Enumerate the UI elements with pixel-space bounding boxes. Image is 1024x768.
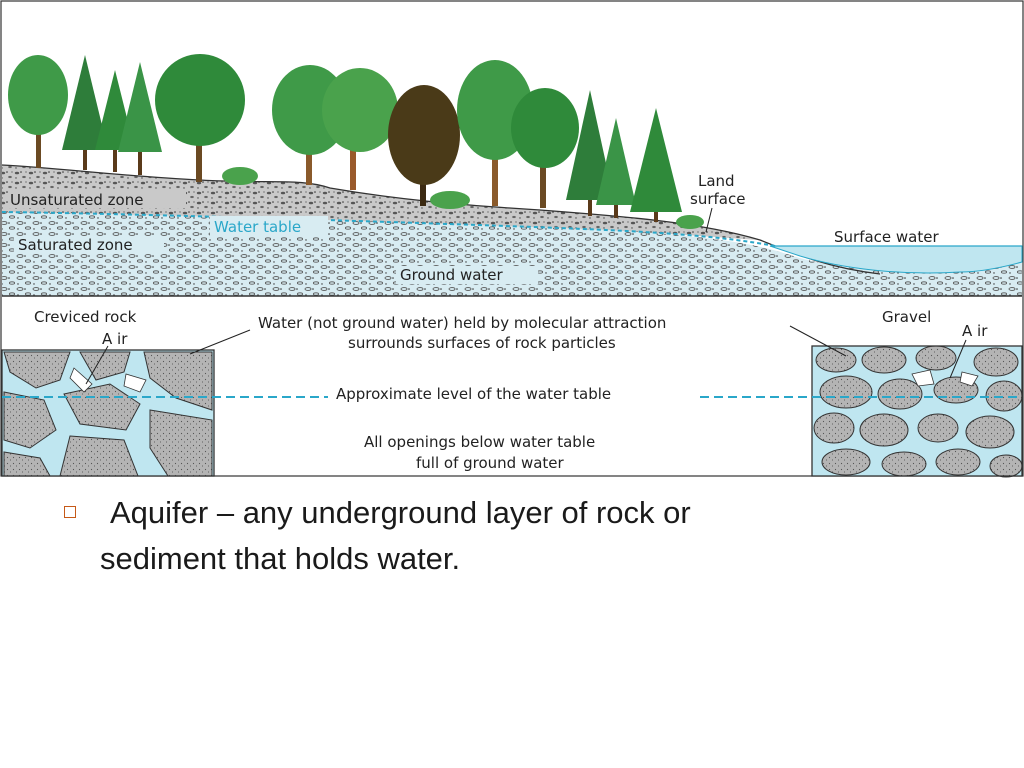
approx-level-label: Approximate level of the water table — [336, 385, 611, 403]
tree-conifer — [118, 62, 162, 175]
gravel-block — [811, 345, 1023, 478]
water-table-label-bg — [210, 216, 328, 236]
tree-conifer — [566, 90, 614, 216]
tree-conifer — [630, 108, 682, 222]
air-pointer-right — [949, 339, 967, 379]
molecular-pointer-left — [189, 329, 251, 355]
tree-deciduous — [155, 54, 245, 182]
creviced-rock-label: Creviced rock — [34, 308, 137, 326]
land-surface-label-2: surface — [690, 190, 745, 208]
forest — [8, 54, 704, 229]
bullet-point: Aquifer – any underground layer of rock … — [64, 490, 924, 582]
water-table-label: Water table — [214, 218, 301, 236]
tree-conifer — [596, 118, 636, 218]
creviced-rock-block — [1, 349, 215, 477]
molecular-label-line1: Water (not ground water) held by molecul… — [258, 314, 666, 332]
ground-water-label: Ground water — [400, 266, 504, 284]
surface-water-body — [769, 245, 1023, 274]
unsaturated-zone-label: Unsaturated zone — [10, 191, 143, 209]
ground-water-label-bg — [396, 266, 538, 284]
unsat-label-bg — [8, 190, 186, 208]
air-pointer-left — [85, 345, 109, 385]
land-surface-pointer — [705, 207, 713, 233]
openings-label-line1: All openings below water table — [364, 433, 595, 451]
sat-label-bg — [14, 236, 164, 254]
bullet-line-2: sediment that holds water. — [100, 541, 461, 576]
gravel-label: Gravel — [882, 308, 931, 326]
tree-conifer — [62, 55, 108, 170]
surface-water-label: Surface water — [834, 228, 939, 246]
water-table-line — [1, 211, 776, 247]
land-surface-label-1: Land — [698, 172, 735, 190]
bullet-line-1: Aquifer – any underground layer of rock … — [110, 495, 691, 530]
groundwater-diagram: Land surface Surface water Unsaturated z… — [0, 0, 1024, 478]
air-label-left: A ir — [102, 330, 128, 348]
tree-deciduous — [8, 55, 68, 168]
openings-label-line2: full of ground water — [416, 454, 565, 472]
molecular-pointer-right — [789, 325, 847, 357]
bullet-text: Aquifer – any underground layer of rock … — [100, 490, 924, 582]
air-label-right: A ir — [962, 322, 988, 340]
tree-dark — [388, 85, 460, 206]
molecular-label-line2: surrounds surfaces of rock particles — [348, 334, 616, 352]
square-bullet-icon — [64, 506, 76, 518]
tree-deciduous — [511, 88, 579, 208]
saturated-zone-label: Saturated zone — [18, 236, 133, 254]
tree-deciduous — [322, 68, 398, 190]
unsaturated-zone-area — [2, 165, 760, 240]
